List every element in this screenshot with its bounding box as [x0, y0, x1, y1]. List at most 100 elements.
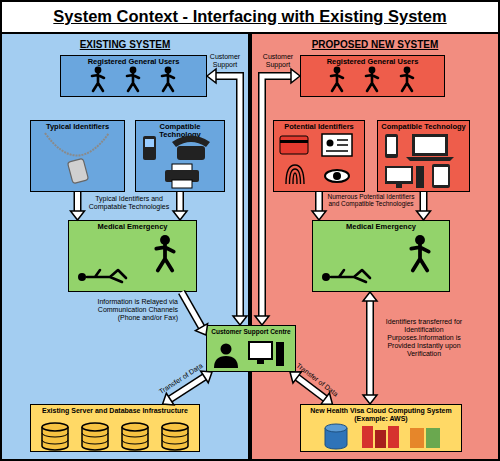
title-area: System Context - Interfacing with Existi…: [0, 0, 500, 32]
smartphone-icon: [385, 134, 398, 158]
arrow-head: [207, 69, 216, 83]
monitor-screen: [387, 168, 411, 181]
database-icon: [82, 427, 108, 450]
technology-box: Compatible Technology: [135, 120, 225, 192]
box-heading: Typical Identifiers: [31, 121, 124, 131]
identifier-box: Typical Identifiers: [30, 120, 125, 192]
fingerprint-icon: [286, 165, 304, 184]
arrow-shaft: [75, 192, 80, 212]
eye-icon: [325, 170, 349, 182]
tower-icon: [416, 166, 424, 188]
annotation-label: Typical Identifiers and Compatable Techn…: [86, 195, 172, 211]
arrow-head: [312, 211, 326, 220]
arrow-outline: [182, 292, 203, 328]
database-icon: [122, 427, 148, 450]
arrow-head: [201, 371, 212, 383]
eye-pupil: [333, 172, 341, 180]
person-icon: [92, 67, 104, 91]
arrow-label: Identifiers transferred for Identificati…: [378, 318, 470, 358]
arrow-label: Information is Relayed via Communication…: [86, 298, 178, 322]
id-card-icon: [322, 134, 352, 156]
arrow-head: [290, 372, 301, 383]
monitor-stand: [257, 359, 264, 364]
mobile-phone-icon: [143, 136, 156, 160]
panel-heading: PROPOSED NEW SYSTEM: [252, 34, 498, 50]
flow-arrow: [182, 292, 208, 335]
tablet-icon: [432, 164, 450, 188]
monitor-icon: [385, 166, 413, 184]
arrow-outline: [176, 192, 184, 212]
panel-heading: EXISTING SYSTEM: [2, 34, 248, 50]
system-panel: EXISTING SYSTEM Registered General UsersT…: [0, 32, 250, 461]
box-heading: Registered General Users: [61, 56, 206, 66]
phone-screen: [145, 139, 154, 147]
box-heading: Compatible Technology: [136, 121, 224, 140]
arrow-head: [417, 211, 431, 220]
tag-icon: [67, 158, 88, 183]
database-box: Existing Server and Database Infrastruct…: [30, 404, 200, 452]
person-icon: [331, 67, 343, 91]
arrow-head: [363, 395, 377, 404]
arrow-label: Customer Support: [208, 53, 242, 69]
arrow-head: [233, 316, 247, 325]
database-top: [122, 423, 148, 431]
cloud-compute-icon: [362, 426, 373, 448]
responder-icon: [411, 235, 428, 270]
arrow-outline: [315, 192, 323, 212]
arrow-outline: [74, 192, 82, 212]
patient-body: [331, 270, 370, 282]
printer-icon: [165, 170, 199, 182]
arrow-head: [163, 393, 174, 405]
box-heading: Medical Emergency: [69, 221, 196, 231]
system-panel: PROPOSED NEW SYSTEM Registered General Us…: [250, 32, 500, 461]
box-heading: Potential Identifiers: [274, 121, 364, 131]
chain-icon: [45, 133, 109, 156]
flow-arrow: [173, 192, 187, 220]
cloud-storage-icon: [410, 428, 424, 448]
arrow-head: [195, 324, 207, 335]
arrow-shaft: [421, 192, 426, 212]
box-heading: New Health Visa Cloud Computing System (…: [301, 405, 461, 422]
person-icon: [401, 67, 413, 91]
patient-head: [322, 273, 330, 281]
id-card-face: [327, 140, 334, 147]
id-card-lines: [326, 140, 348, 151]
arrow-outline: [366, 300, 374, 396]
patient-body: [87, 270, 126, 282]
flow-arrow: [417, 192, 431, 220]
technology-box: Compatible Technology: [377, 120, 470, 192]
flow-arrow: [207, 69, 247, 325]
person-icon: [127, 67, 139, 91]
arrow-head: [71, 211, 85, 220]
cloud-box: New Health Visa Cloud Computing System (…: [300, 404, 462, 452]
arrow-shaft: [317, 192, 322, 212]
arrow-shaft: [368, 300, 373, 396]
person-icon: [162, 67, 174, 91]
arrow-head: [291, 69, 300, 83]
arrow-shaft: [262, 76, 292, 317]
arrow-outline: [215, 76, 240, 317]
agent-body: [214, 356, 238, 368]
box-heading: Registered General Users: [301, 56, 444, 66]
box-heading: Compatible Technology: [378, 121, 469, 131]
smartphone-screen: [387, 137, 396, 154]
arrow-label: Customer Support: [258, 53, 298, 69]
printer-paper: [172, 180, 192, 188]
user-group-box: Registered General Users: [300, 55, 445, 97]
database-top: [42, 423, 68, 431]
arrow-head: [363, 292, 377, 301]
laptop-base: [406, 157, 454, 161]
arrow-outline: [262, 76, 292, 317]
database-icon: [42, 427, 68, 450]
printer-paper: [172, 164, 192, 171]
tablet-screen: [434, 167, 448, 185]
database-icon: [162, 427, 188, 450]
database-top: [162, 423, 188, 431]
telephone-base: [177, 146, 205, 160]
arrow-shaft: [215, 76, 240, 317]
arrow-head: [173, 211, 187, 220]
identifier-box: Potential Identifiers: [273, 120, 365, 192]
cloud-storage-icon: [426, 428, 440, 448]
